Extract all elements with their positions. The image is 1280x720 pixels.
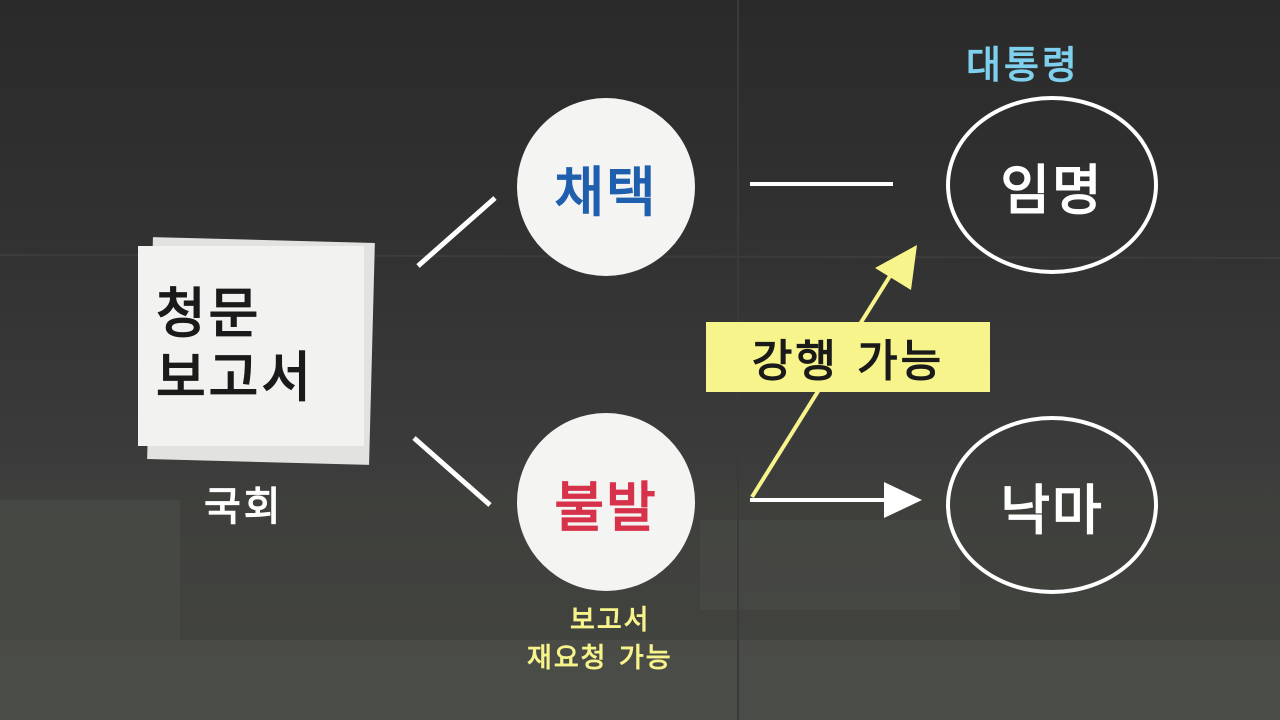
withdraw-node: 낙마 [946,416,1158,594]
assembly-caption: 국회 [204,484,284,530]
reject-note-line2: 재요청 가능 [527,643,673,674]
appoint-label: 임명 [1000,158,1104,222]
hearing-report-card: 청문 보고서 [138,246,364,446]
reject-node: 불발 [517,413,695,591]
hearing-report-line1: 청문 [156,282,262,345]
hearing-report-line2: 보고서 [156,346,315,409]
line-source-to-reject [412,436,492,507]
adopt-label: 채택 [554,160,658,224]
appoint-node: 임명 [946,96,1158,274]
arrowhead-appoint [875,245,917,290]
line-source-to-adopt [416,196,497,268]
arrowhead-withdraw [884,482,922,518]
reject-label: 불발 [554,475,658,539]
forced-appointment-badge: 강행 가능 [706,322,990,392]
adopt-node: 채택 [517,98,695,276]
reject-note-line1: 보고서 [570,605,651,636]
president-label: 대통령 [966,43,1080,87]
withdraw-label: 낙마 [1000,478,1104,542]
